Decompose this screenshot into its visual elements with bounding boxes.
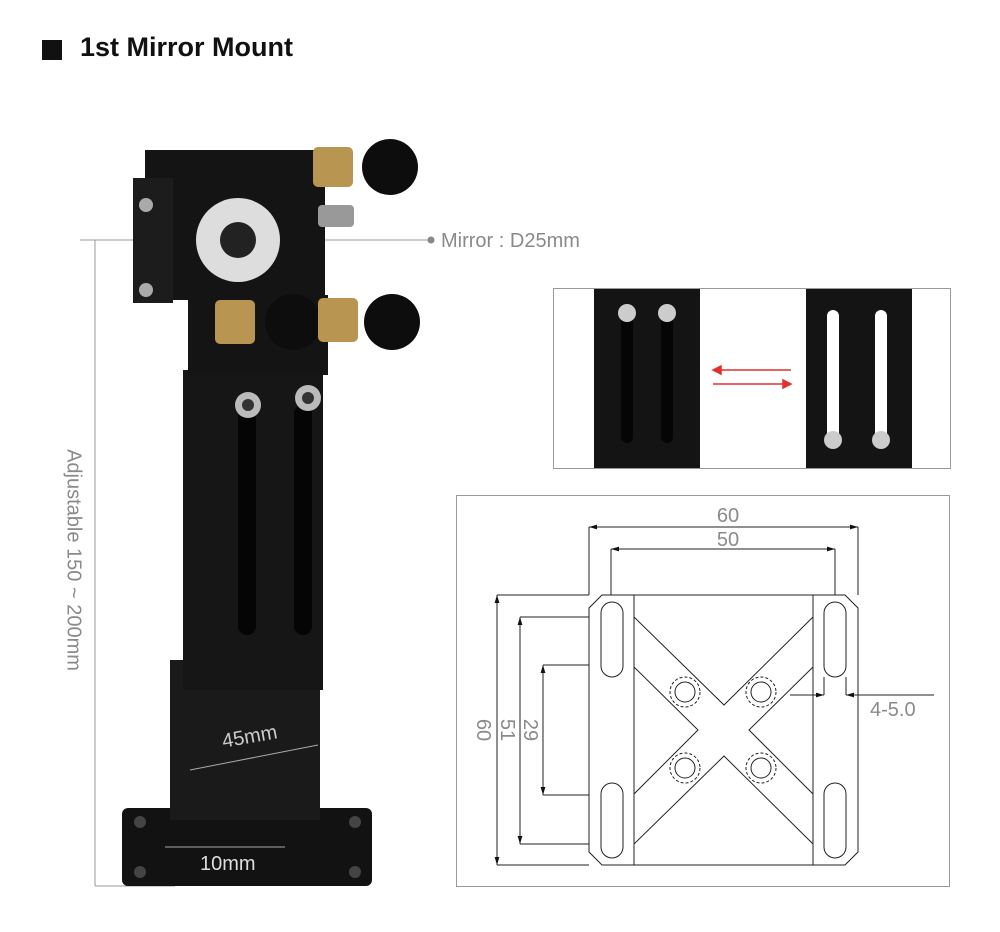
width-callout-10: 10mm xyxy=(200,853,256,875)
adjust-screw xyxy=(313,147,353,187)
mirror-callout: Mirror : D25mm xyxy=(441,230,580,252)
mirror-leader-dot xyxy=(427,236,435,244)
mirror-aperture xyxy=(220,222,256,258)
height-callout: Adjustable 150 ~ 200mm xyxy=(62,449,85,671)
slide-direction-arrows-icon xyxy=(711,364,793,390)
slide-detail-inset xyxy=(553,288,951,469)
slide-after-panel xyxy=(806,289,912,468)
page-title: 1st Mirror Mount xyxy=(80,32,293,62)
title-bullet-icon xyxy=(42,40,62,60)
slide-before-panel xyxy=(594,289,700,468)
adjust-knob xyxy=(362,139,418,195)
